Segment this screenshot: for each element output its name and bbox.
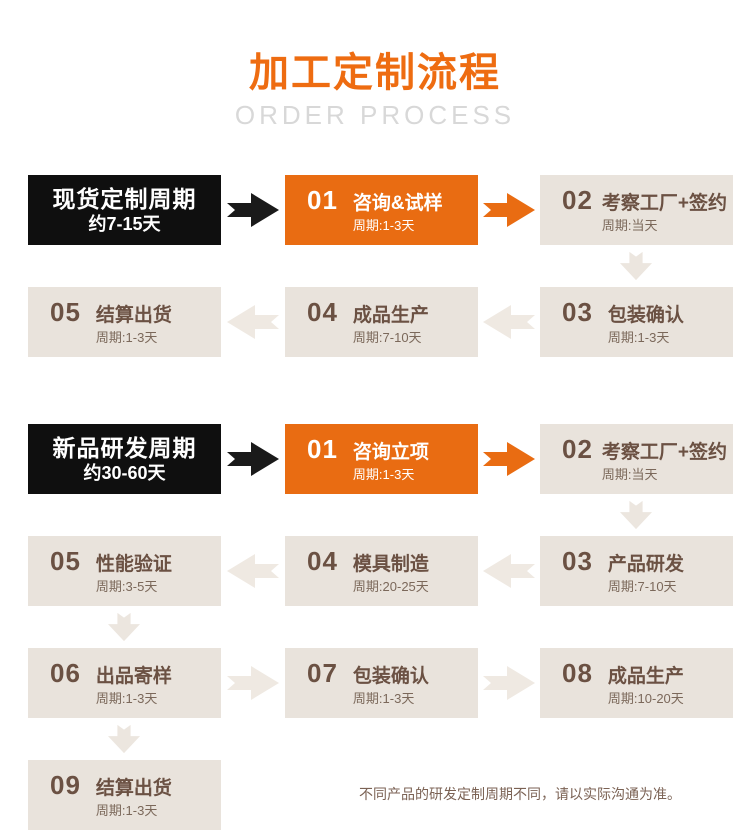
step-number: 09 [50, 769, 81, 800]
arrow-left-icon [227, 305, 279, 339]
step-cycle: 周期:1-3天 [352, 690, 415, 706]
step-cycle: 周期:1-3天 [352, 217, 415, 233]
step-number: 06 [50, 657, 81, 688]
arrow-right-orange-icon [483, 442, 535, 476]
step-cycle: 周期:10-20天 [607, 690, 684, 706]
step-title: 结算出货 [95, 777, 172, 799]
step-title: 性能验证 [95, 553, 172, 575]
step-card-s2-02: 02 考察工厂+签约 周期:当天 [540, 424, 733, 494]
page-subtitle: ORDER PROCESS [234, 100, 516, 130]
step-card-s2-04: 04 模具制造 周期:20-25天 [285, 536, 478, 606]
step-title: 包装确认 [607, 304, 684, 326]
step-card-s1-02: 02 考察工厂+签约 周期:当天 [540, 175, 733, 245]
step-number: 01 [307, 184, 338, 215]
step-number: 05 [50, 296, 81, 327]
section-label-title: 现货定制周期 [52, 185, 197, 212]
arrow-right-black-icon [227, 193, 279, 227]
step-cycle: 周期:当天 [601, 466, 658, 482]
step-cycle: 周期:当天 [601, 217, 658, 233]
step-title: 考察工厂+签约 [601, 192, 728, 214]
step-cycle: 周期:1-3天 [95, 690, 158, 706]
arrow-left-icon [227, 554, 279, 588]
section-label-duration: 约7-15天 [88, 213, 161, 234]
step-title: 出品寄样 [95, 665, 172, 687]
arrow-down-icon [108, 724, 140, 754]
step-cycle: 周期:7-10天 [607, 578, 677, 594]
footer-note: 不同产品的研发定制周期不同，请以实际沟通为准。 [359, 786, 681, 802]
step-card-s1-01: 01 咨询&试样 周期:1-3天 [285, 175, 478, 245]
step-cycle: 周期:1-3天 [352, 466, 415, 482]
step-title: 咨询&试样 [352, 192, 443, 214]
step-cycle: 周期:1-3天 [607, 329, 670, 345]
step-cycle: 周期:7-10天 [352, 329, 422, 345]
step-number: 03 [562, 545, 593, 576]
arrow-down-icon [108, 612, 140, 642]
step-cycle: 周期:20-25天 [352, 578, 429, 594]
arrow-down-icon [620, 500, 652, 530]
step-cycle: 周期:1-3天 [95, 802, 158, 818]
step-number: 02 [562, 433, 593, 464]
step-card-s2-09: 09 结算出货 周期:1-3天 [28, 760, 221, 830]
step-cycle: 周期:1-3天 [95, 329, 158, 345]
step-card-s1-05: 05 结算出货 周期:1-3天 [28, 287, 221, 357]
step-card-s1-03: 03 包装确认 周期:1-3天 [540, 287, 733, 357]
step-cycle: 周期:3-5天 [95, 578, 158, 594]
step-number: 01 [307, 433, 338, 464]
step-number: 03 [562, 296, 593, 327]
step-title: 成品生产 [607, 665, 684, 687]
step-card-s1-04: 04 成品生产 周期:7-10天 [285, 287, 478, 357]
step-card-s2-08: 08 成品生产 周期:10-20天 [540, 648, 733, 718]
step-number: 02 [562, 184, 593, 215]
step-title: 包装确认 [352, 665, 429, 687]
step-title: 结算出货 [95, 304, 172, 326]
step-card-s2-06: 06 出品寄样 周期:1-3天 [28, 648, 221, 718]
arrow-right-black-icon [227, 442, 279, 476]
arrow-right-icon [483, 666, 535, 700]
arrow-left-icon [483, 554, 535, 588]
arrow-left-icon [483, 305, 535, 339]
step-title: 产品研发 [607, 553, 684, 575]
section2-label-card: 新品研发周期 约30-60天 [28, 424, 221, 494]
step-number: 04 [307, 296, 338, 327]
arrow-down-icon [620, 251, 652, 281]
step-card-s2-03: 03 产品研发 周期:7-10天 [540, 536, 733, 606]
arrow-right-icon [227, 666, 279, 700]
arrow-right-orange-icon [483, 193, 535, 227]
step-card-s2-07: 07 包装确认 周期:1-3天 [285, 648, 478, 718]
step-title: 咨询立项 [352, 441, 429, 463]
step-number: 08 [562, 657, 593, 688]
step-card-s2-05: 05 性能验证 周期:3-5天 [28, 536, 221, 606]
step-title: 模具制造 [352, 553, 429, 575]
step-number: 04 [307, 545, 338, 576]
page-title: 加工定制流程 [249, 51, 501, 95]
section1-label-card: 现货定制周期 约7-15天 [28, 175, 221, 245]
step-title: 成品生产 [352, 304, 429, 326]
step-number: 07 [307, 657, 338, 688]
section-label-duration: 约30-60天 [83, 462, 166, 483]
step-number: 05 [50, 545, 81, 576]
step-title: 考察工厂+签约 [601, 441, 728, 463]
section-label-title: 新品研发周期 [52, 434, 197, 461]
step-card-s2-01: 01 咨询立项 周期:1-3天 [285, 424, 478, 494]
